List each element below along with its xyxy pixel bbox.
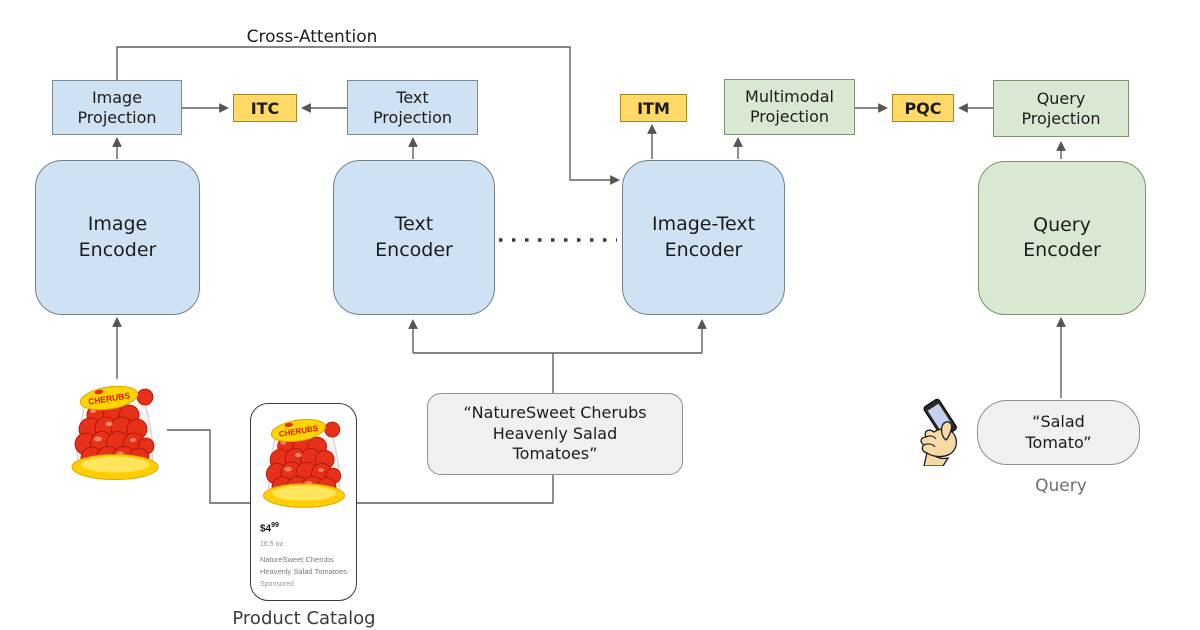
image-encoder-box: Image Encoder	[35, 160, 200, 315]
cross-attention-label: Cross-Attention	[246, 27, 378, 47]
caption-line2: Heavenly Salad	[492, 423, 618, 443]
query-projection-label-line1: Query	[1036, 88, 1086, 108]
query-projection-box: Query Projection	[993, 80, 1129, 137]
image-text-encoder-box: Image-Text Encoder	[622, 160, 785, 315]
cross-attention-line	[116, 46, 620, 185]
image-projection-label-line2: Projection	[77, 107, 157, 127]
query-label: Query	[1035, 476, 1087, 496]
product-card: $499 16.5 oz NatureSweet Cherubs Heavenl…	[250, 403, 357, 601]
catalog-to-caption-line	[167, 429, 554, 504]
text-projection-label-line1: Text	[396, 87, 429, 107]
image-encoder-label-line2: Encoder	[78, 238, 157, 261]
query-encoder-box: Query Encoder	[978, 161, 1146, 315]
itc-tag: ITC	[233, 94, 297, 122]
image-projection-box: Image Projection	[52, 80, 182, 135]
text-encoder-label-line2: Encoder	[375, 238, 453, 261]
caption-branch-line	[413, 352, 702, 393]
product-name-line2: Heavenly Salad Tomatoes	[260, 567, 347, 577]
query-pill-line1: “Salad	[1032, 412, 1085, 432]
product-card-details: $499 16.5 oz NatureSweet Cherubs Heavenl…	[260, 522, 352, 588]
product-size: 16.5 oz	[260, 541, 283, 549]
tomato-product-image	[255, 413, 353, 514]
text-projection-box: Text Projection	[347, 80, 478, 135]
product-name-line1: NatureSweet Cherubs	[260, 555, 334, 565]
itm-tag: ITM	[620, 94, 687, 122]
tomato-product-image	[63, 380, 167, 486]
query-text-pill: “Salad Tomato”	[977, 400, 1140, 465]
image-projection-label-line1: Image	[91, 87, 143, 107]
multimodal-projection-label-line2: Projection	[749, 107, 830, 126]
multimodal-projection-label-line1: Multimodal	[745, 87, 834, 107]
multimodal-projection-box: Multimodal Projection	[724, 79, 855, 135]
image-text-encoder-label-line1: Image-Text	[651, 213, 756, 236]
image-text-encoder-label-line2: Encoder	[664, 238, 743, 261]
text-projection-label-line2: Projection	[372, 107, 453, 127]
sponsored-label: Sponsored	[260, 581, 294, 589]
caption-line3: Tomatoes”	[512, 444, 598, 464]
query-projection-label-line2: Projection	[1021, 108, 1101, 128]
query-pill-line2: Tomato”	[1025, 432, 1092, 452]
text-encoder-label-line1: Text	[394, 213, 434, 236]
pqc-tag: PQC	[892, 94, 954, 122]
query-encoder-label-line2: Encoder	[1023, 239, 1101, 261]
text-encoder-box: Text Encoder	[333, 160, 495, 315]
product-price: $499	[260, 522, 279, 535]
query-encoder-label-line1: Query	[1033, 213, 1091, 236]
phone-in-hand-icon	[920, 398, 957, 466]
product-catalog-label: Product Catalog	[232, 608, 376, 629]
caption-line1: “NatureSweet Cherubs	[463, 403, 647, 423]
image-encoder-label-line1: Image	[87, 213, 148, 236]
caption-text-box: “NatureSweet Cherubs Heavenly Salad Toma…	[427, 393, 683, 475]
